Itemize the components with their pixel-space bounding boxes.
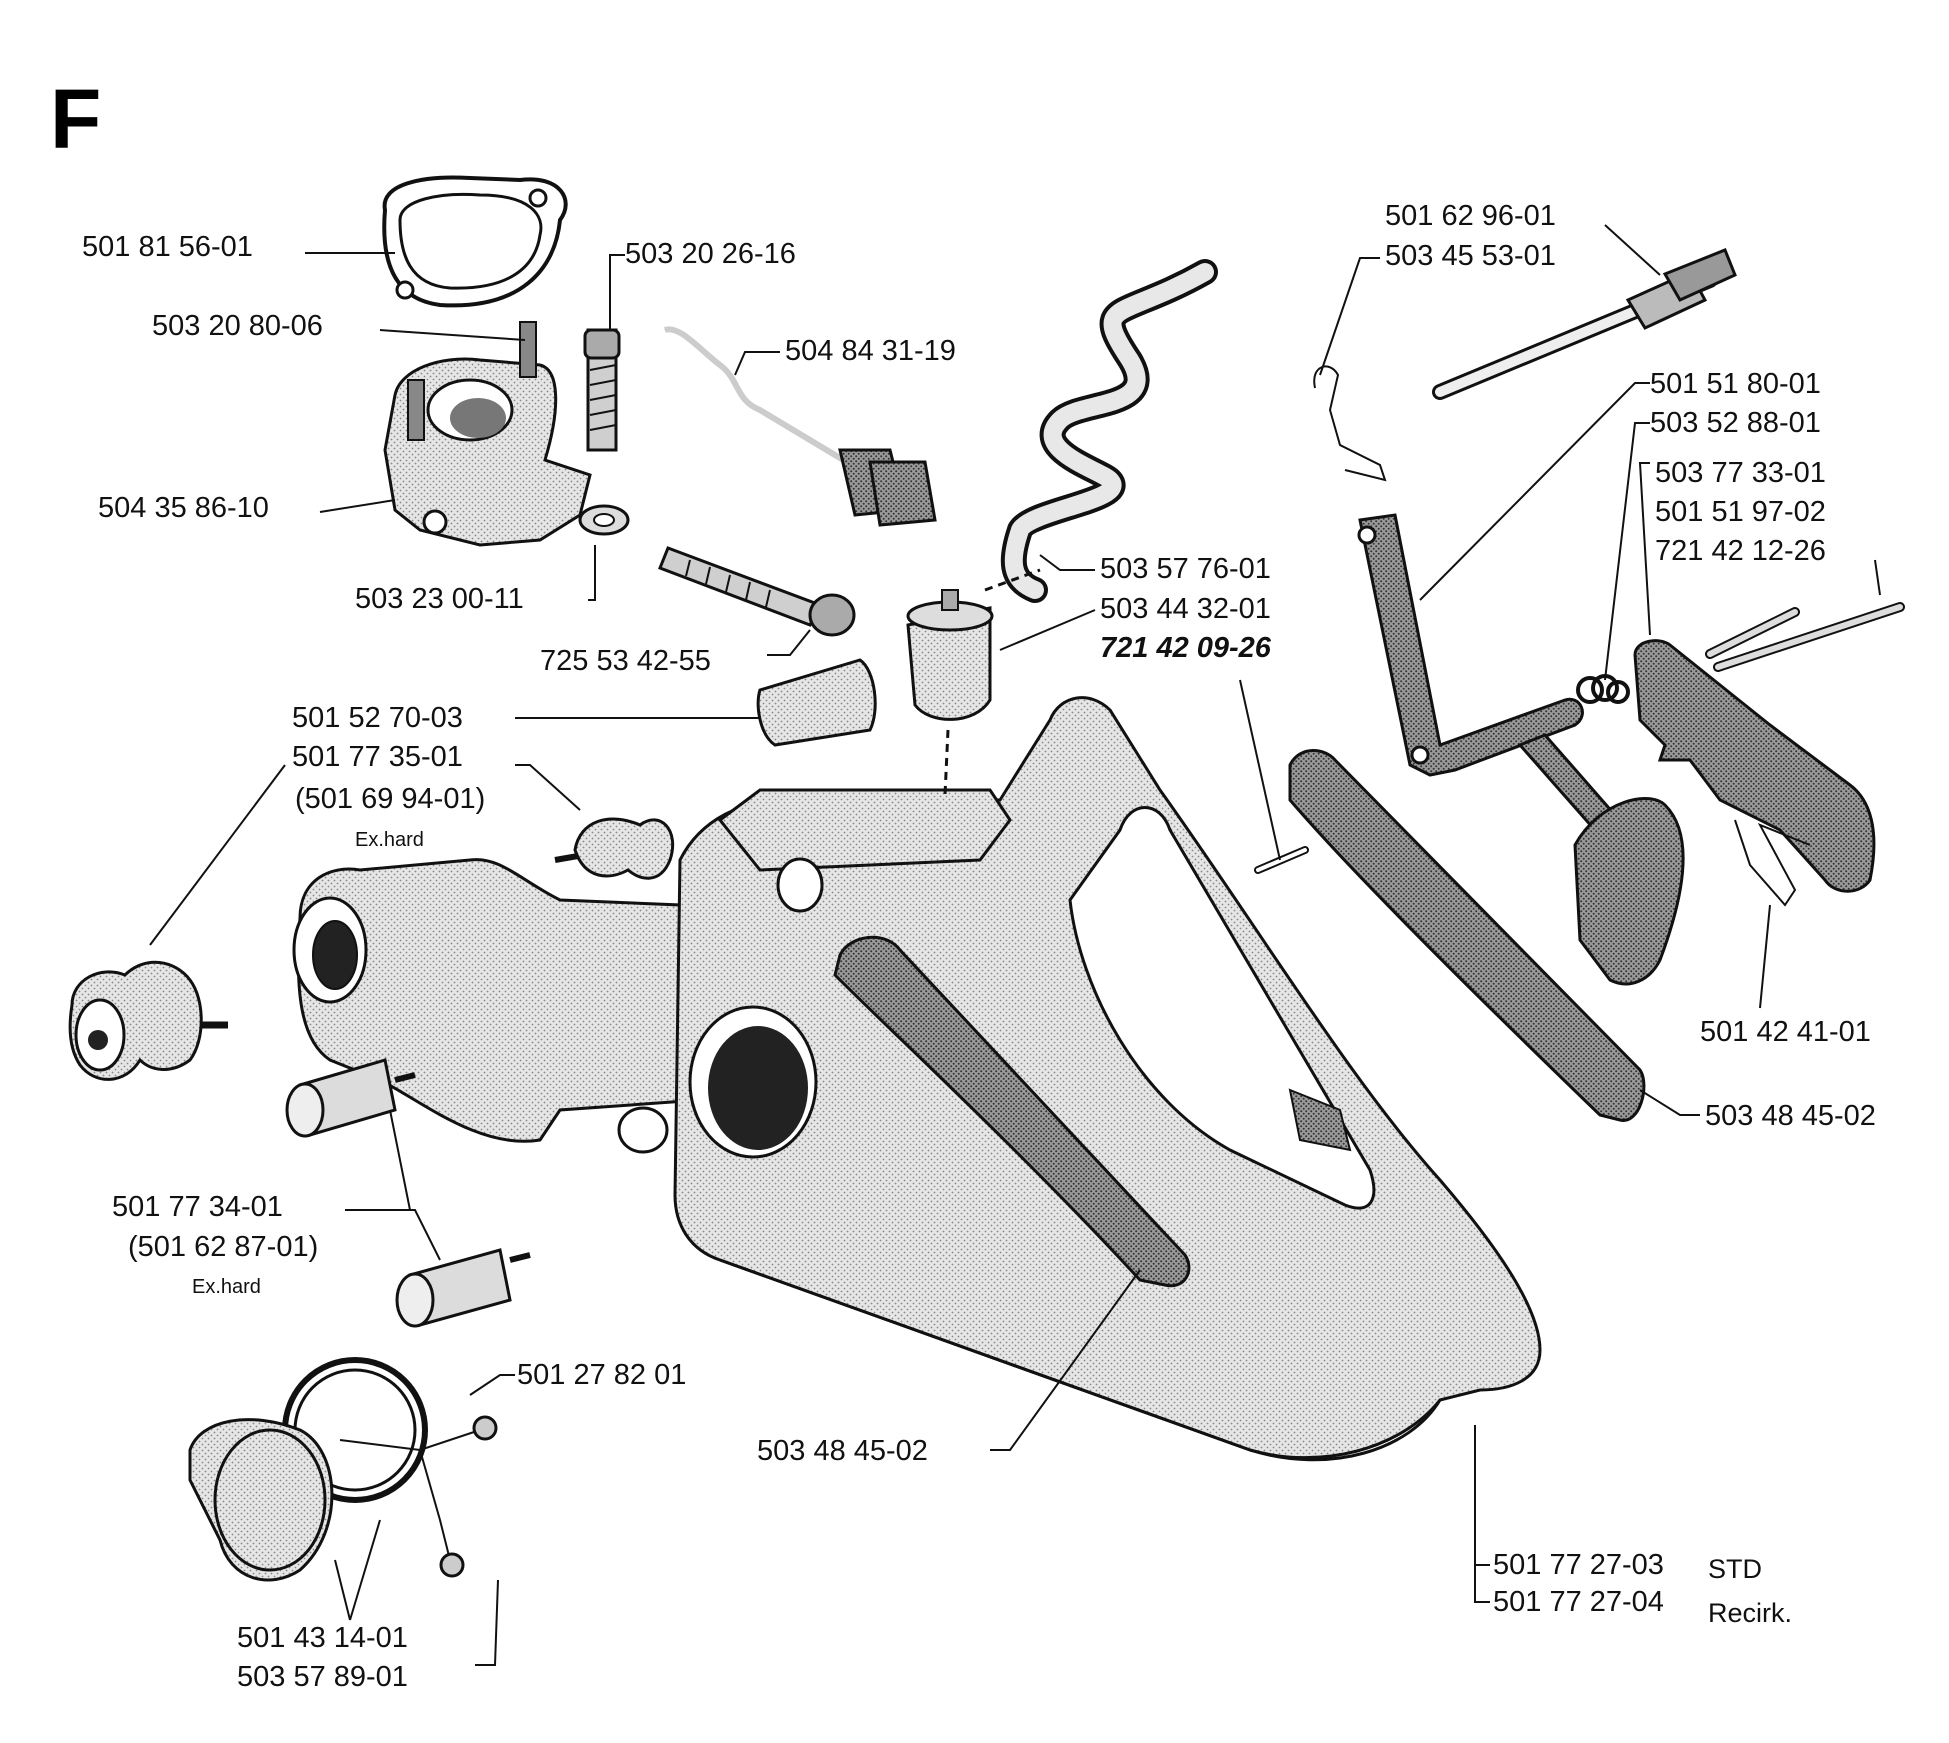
label-725-53-42-55: 725 53 42-55 — [540, 645, 711, 677]
main-housing-part — [292, 696, 1542, 1462]
label-std: STD — [1708, 1554, 1762, 1584]
label-exhard-2: Ex.hard — [192, 1276, 261, 1298]
label-503-52-88-01: 503 52 88-01 — [1650, 407, 1821, 439]
label-501-51-97-02: 501 51 97-02 — [1655, 496, 1826, 528]
label-501-81-56-01: 501 81 56-01 — [82, 231, 253, 263]
label-recirk: Recirk. — [1708, 1598, 1792, 1628]
label-503-48-45-02-right: 503 48 45-02 — [1705, 1100, 1876, 1132]
av-mount-part — [554, 817, 675, 880]
label-501-69-94-01: (501 69 94-01) — [295, 783, 485, 815]
label-501-62-96-01: 501 62 96-01 — [1385, 200, 1556, 232]
label-exhard-1: Ex.hard — [355, 829, 424, 851]
label-501-77-35-01: 501 77 35-01 — [292, 741, 463, 773]
trigger-part — [1633, 639, 1876, 893]
bushing-part — [285, 1058, 416, 1138]
label-503-44-32-01: 503 44 32-01 — [1100, 593, 1271, 625]
flange-part — [383, 321, 592, 547]
cover-bar-part — [1288, 749, 1646, 1122]
label-501-77-34-01: 501 77 34-01 — [112, 1191, 283, 1223]
label-501-62-87-01: (501 62 87-01) — [128, 1231, 318, 1263]
label-503-57-89-01: 503 57 89-01 — [237, 1661, 408, 1693]
label-501-42-41-01: 501 42 41-01 — [1700, 1016, 1871, 1048]
screw-part — [583, 328, 621, 452]
oil-filter-part — [906, 589, 994, 721]
leader-lines — [149, 224, 1881, 1666]
cable-part — [664, 326, 937, 527]
label-501-51-80-01: 501 51 80-01 — [1650, 368, 1821, 400]
label-501-52-70-03: 501 52 70-03 — [292, 702, 463, 734]
label-501-27-82-01: 501 27 82 01 — [517, 1359, 686, 1391]
label-721-42-12-26: 721 42 12-26 — [1655, 535, 1826, 567]
label-504-84-31-19: 504 84 31-19 — [785, 335, 956, 367]
part-labels: 501 81 56-01 503 20 80-06 503 20 26-16 5… — [82, 200, 1876, 1693]
gasket-part — [382, 175, 568, 308]
label-721-42-09-26: 721 42 09-26 — [1100, 632, 1272, 664]
buffer-part — [68, 960, 228, 1081]
label-503-48-45-02-bottom: 503 48 45-02 — [757, 1435, 928, 1467]
bushing-part-2 — [395, 1248, 531, 1328]
lever-part — [1357, 513, 1685, 986]
label-503-23-00-11: 503 23 00-11 — [355, 583, 524, 615]
label-503-77-33-01: 503 77 33-01 — [1655, 457, 1826, 489]
label-501-77-27-03: 501 77 27-03 — [1493, 1549, 1664, 1581]
label-504-35-86-10: 504 35 86-10 — [98, 492, 269, 524]
bolt-part — [658, 546, 856, 637]
section-letter: F — [50, 72, 101, 166]
label-501-77-27-04: 501 77 27-04 — [1493, 1586, 1664, 1618]
label-503-57-76-01: 503 57 76-01 — [1100, 553, 1271, 585]
label-503-20-80-06: 503 20 80-06 — [152, 310, 323, 342]
spring-part — [1576, 674, 1630, 704]
label-501-43-14-01: 501 43 14-01 — [237, 1622, 408, 1654]
label-503-20-26-16: 503 20 26-16 — [625, 238, 796, 270]
label-503-45-53-01: 503 45 53-01 — [1385, 240, 1556, 272]
oil-cap-part — [188, 1357, 498, 1582]
rod-part — [1432, 248, 1737, 400]
